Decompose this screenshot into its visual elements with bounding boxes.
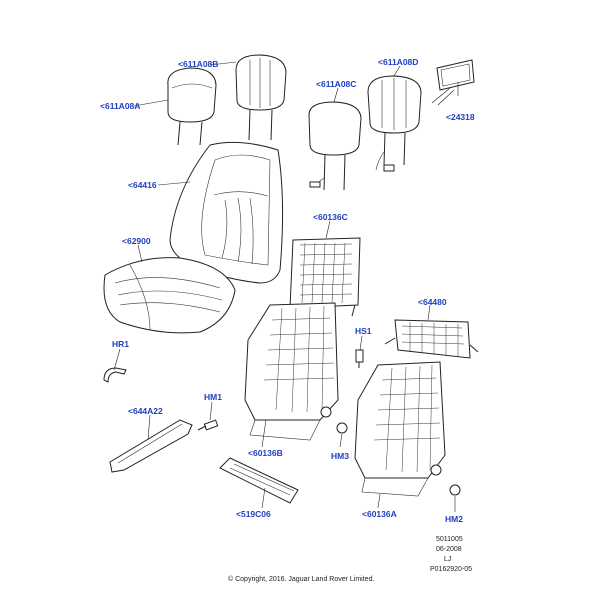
callout-644A22[interactable]: <644A22 xyxy=(128,406,163,416)
panel-519C06 xyxy=(219,457,299,504)
callout-HM3[interactable]: HM3 xyxy=(331,451,349,461)
seat-cushion-cover-62900 xyxy=(103,257,236,334)
callout-611A08B[interactable]: <611A08B xyxy=(178,59,219,69)
callout-24318[interactable]: <24318 xyxy=(446,112,475,122)
callout-60136B[interactable]: <60136B xyxy=(248,448,283,458)
screw-HM1 xyxy=(197,419,219,431)
nut-HM3 xyxy=(336,422,348,434)
callout-HM1[interactable]: HM1 xyxy=(204,392,222,402)
headrest-611A08D xyxy=(367,75,422,172)
headrest-611A08B xyxy=(235,54,287,141)
callout-HM2[interactable]: HM2 xyxy=(445,514,463,524)
nut-HM2 xyxy=(449,484,461,496)
clip-HS1 xyxy=(355,349,364,368)
headrest-611A08A xyxy=(167,67,217,146)
headrest-screen-24318 xyxy=(431,59,475,106)
meta-initials: LJ xyxy=(444,556,452,563)
seat-frame-60136A xyxy=(354,361,446,497)
meta-date: 06-2008 xyxy=(436,546,462,553)
callout-64416[interactable]: <64416 xyxy=(128,180,157,190)
callout-60136A[interactable]: <60136A xyxy=(362,509,397,519)
leader-lines xyxy=(113,61,459,512)
seat-back-cover-64416 xyxy=(169,141,284,284)
headrest-611A08C xyxy=(308,101,362,191)
seat-back-frame-60136C xyxy=(289,237,361,319)
callout-611A08D[interactable]: <611A08D xyxy=(378,57,419,67)
callout-HR1[interactable]: HR1 xyxy=(112,339,130,349)
lumbar-support-64480 xyxy=(384,319,479,359)
callout-HS1[interactable]: HS1 xyxy=(355,326,372,336)
copyright-notice: © Copyright, 2016. Jaguar Land Rover Lim… xyxy=(228,576,375,583)
meta-illustration-id: P0162920-05 xyxy=(430,566,473,573)
callout-62900[interactable]: <62900 xyxy=(122,236,151,246)
meta-code: 5011005 xyxy=(436,536,463,543)
callout-519C06[interactable]: <519C06 xyxy=(236,509,271,519)
callout-611A08A[interactable]: <611A08A xyxy=(100,101,141,111)
callout-60136C[interactable]: <60136C xyxy=(313,212,348,222)
callout-64480[interactable]: <64480 xyxy=(418,297,447,307)
side-trim-644A22 xyxy=(109,419,193,473)
seat-frame-60136B xyxy=(244,302,339,441)
callout-611A08C[interactable]: <611A08C xyxy=(316,79,357,89)
hook-HR1 xyxy=(103,367,127,383)
